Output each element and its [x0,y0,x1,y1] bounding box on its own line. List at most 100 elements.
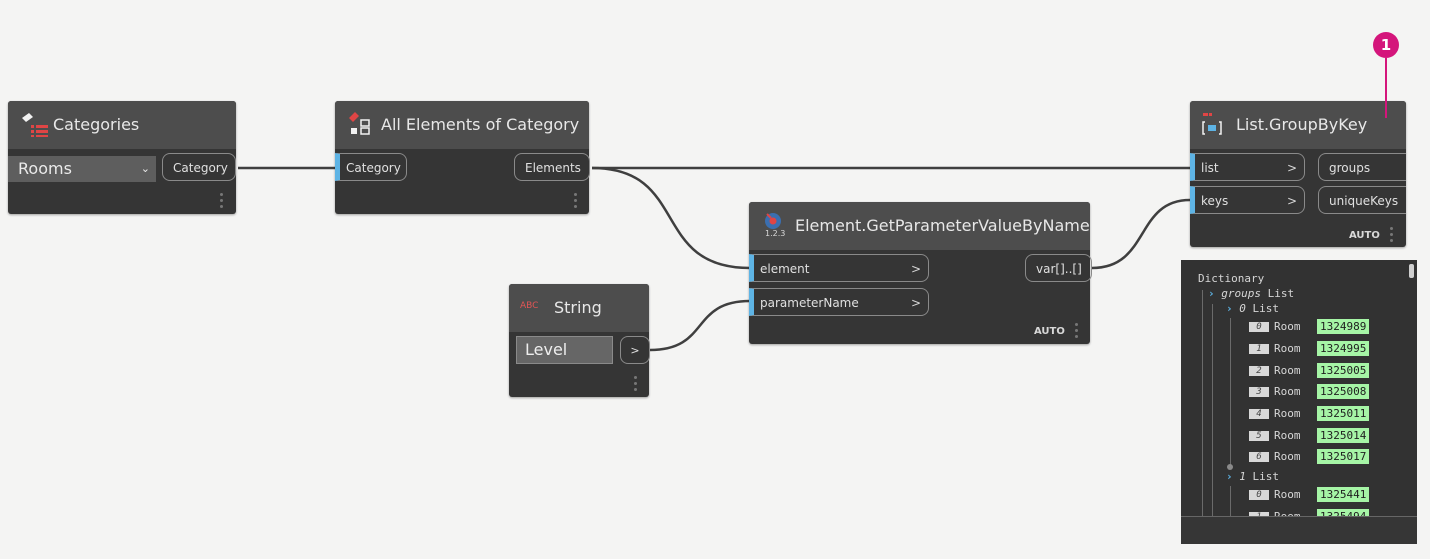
element-input-label: element [760,262,810,276]
node-menu-icon[interactable] [574,193,577,208]
element-input-port[interactable]: element > [749,254,929,282]
item-value: 1324995 [1317,341,1370,356]
port-arrow-icon: > [1286,161,1297,175]
item-label: Room [1274,385,1301,398]
item-value: 1325011 [1317,406,1370,421]
item-index: 0 [1249,322,1269,332]
item-index: 3 [1249,387,1269,397]
item-label: Room [1274,429,1301,442]
keys-input-label: keys [1201,194,1229,208]
parameter-icon-caption: 1.2.3 [765,229,786,238]
list-group-icon [1201,112,1225,142]
expand-chevron-icon[interactable]: › [1208,287,1215,300]
item-value: 1325017 [1317,449,1370,464]
category-dropdown[interactable]: Rooms ⌄ [8,156,156,182]
expand-chevron-icon[interactable]: › [1226,470,1233,483]
item-label: Room [1274,407,1301,420]
category-input-port[interactable]: Category [335,153,407,181]
chevron-down-icon: ⌄ [140,162,150,175]
item-value: 1325441 [1317,487,1370,502]
categories-node-header[interactable]: Categories [8,101,236,149]
node-menu-icon[interactable] [1075,323,1078,338]
tree-guide [1230,486,1231,518]
item-label: Room [1274,364,1301,377]
item-index: 4 [1249,409,1269,419]
categories-node[interactable]: Categories Rooms ⌄ Category [8,101,236,214]
item-index: 6 [1249,452,1269,462]
groups-row[interactable]: › groups List [1208,287,1294,300]
preview-root-label: Dictionary [1198,272,1265,285]
group-0-row[interactable]: › 0 List [1226,302,1279,315]
preview-footer [1181,516,1417,544]
string-output-port[interactable]: > [620,336,650,364]
string-node[interactable]: ABC String Level > [509,284,650,397]
callout-badge: 1 [1373,32,1399,58]
groups-key-label: groups [1221,287,1261,300]
list-input-label: list [1201,161,1219,175]
callout-leader-line [1385,58,1387,118]
get-parameter-value-by-name-node[interactable]: 1.2.3 Element.GetParameterValueByName el… [749,202,1092,344]
tree-guide [1230,318,1231,468]
string-node-header[interactable]: ABC String [509,284,649,332]
string-abc-icon: ABC [520,301,539,311]
item-value: 1324989 [1317,319,1370,334]
lacing-label[interactable]: AUTO [1034,326,1065,337]
node-menu-icon[interactable] [634,376,637,391]
wire-elements-to-element [591,166,751,270]
group-0-index: 0 [1239,302,1246,315]
item-value: 1325008 [1317,384,1370,399]
revit-parameter-icon: 1.2.3 [760,211,786,243]
item-index: 0 [1249,490,1269,500]
item-label: Room [1274,488,1301,501]
node-menu-icon[interactable] [220,193,223,208]
group-1-index: 1 [1239,470,1246,483]
item-index: 2 [1249,366,1269,376]
port-arrow-icon: > [1286,194,1297,208]
wire-var-to-keys [1091,198,1191,270]
group-by-key-node-header[interactable]: List.GroupByKey [1190,101,1406,149]
parametername-input-label: parameterName [760,296,859,310]
get-parameter-node-header[interactable]: 1.2.3 Element.GetParameterValueByName [749,202,1090,250]
string-value-input[interactable]: Level [516,336,613,364]
group-0-type: List [1252,302,1280,315]
wire-string-to-parametername [649,299,751,352]
categories-node-title: Categories [53,115,140,134]
parametername-input-port[interactable]: parameterName > [749,288,929,316]
uniquekeys-output-port[interactable]: uniqueKeys [1318,186,1406,214]
revit-tag-list-icon [19,112,51,142]
groups-output-port[interactable]: groups [1318,153,1406,181]
groups-type-label: List [1267,287,1295,300]
item-index: 1 [1249,344,1269,354]
all-elements-node-title: All Elements of Category [381,115,580,134]
group-by-key-node-title: List.GroupByKey [1236,115,1368,134]
item-index: 5 [1249,431,1269,441]
keys-input-port[interactable]: keys > [1190,186,1305,214]
port-arrow-icon: > [910,262,921,276]
get-parameter-node-title: Element.GetParameterValueByName [795,216,1090,235]
revit-elements-icon [345,111,373,141]
expand-chevron-icon[interactable]: › [1226,302,1233,315]
lacing-label[interactable]: AUTO [1349,230,1380,241]
all-elements-of-category-node[interactable]: All Elements of Category Category Elemen… [335,101,590,214]
tree-node-dot [1227,464,1233,470]
category-dropdown-value: Rooms [18,159,72,178]
category-output-port[interactable]: Category [162,153,236,181]
list-group-by-key-node[interactable]: List.GroupByKey list > keys > groups uni… [1190,101,1406,247]
elements-output-port[interactable]: Elements [514,153,590,181]
var-output-port[interactable]: var[]..[] [1025,254,1092,282]
group-1-type: List [1252,470,1280,483]
node-menu-icon[interactable] [1390,227,1393,242]
item-value: 1325005 [1317,363,1370,378]
string-node-title: String [554,298,602,317]
list-input-port[interactable]: list > [1190,153,1305,181]
port-arrow-icon: > [910,296,921,310]
tree-guide [1202,290,1203,518]
all-elements-node-header[interactable]: All Elements of Category [335,101,589,149]
group-1-row[interactable]: › 1 List [1226,470,1279,483]
item-label: Room [1274,450,1301,463]
item-label: Room [1274,342,1301,355]
tree-guide [1212,304,1213,518]
scrollbar[interactable] [1409,264,1414,278]
